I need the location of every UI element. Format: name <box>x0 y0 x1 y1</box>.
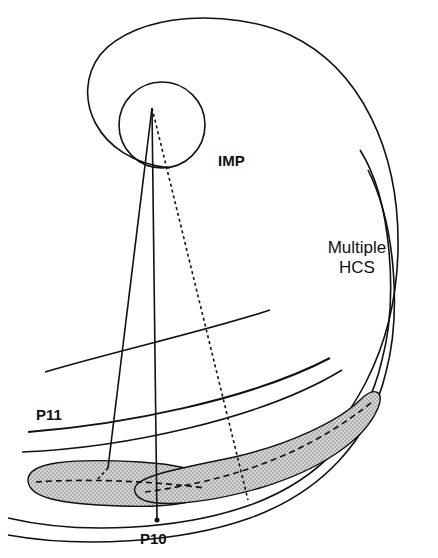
electrode-point <box>155 518 160 523</box>
position-label: P11 <box>36 406 62 424</box>
radial-line <box>152 108 248 500</box>
radial-line <box>152 108 157 520</box>
hcs-line <box>8 150 391 528</box>
band-centerline <box>145 402 372 492</box>
spiral-wall <box>88 18 398 470</box>
membrane-arc <box>28 358 330 432</box>
shaded-band <box>135 392 381 504</box>
position-label: P10 <box>140 530 167 548</box>
hcs-line <box>8 170 394 542</box>
modiolus <box>119 82 205 168</box>
structure-label: IMP <box>218 152 245 170</box>
region-label: Multiple HCS <box>322 238 392 279</box>
membrane-arc <box>45 310 270 372</box>
radial-line <box>108 108 152 468</box>
radial-line <box>97 468 108 480</box>
